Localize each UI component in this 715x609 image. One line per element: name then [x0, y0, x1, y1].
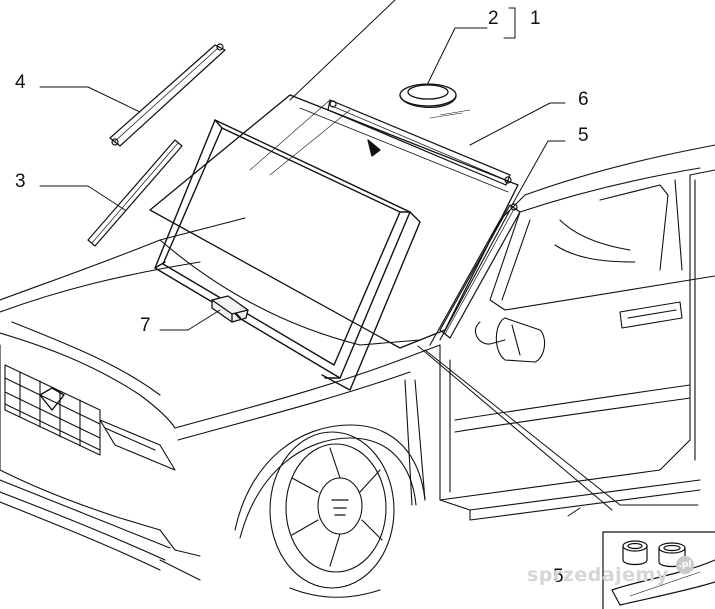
watermark-text: sprzedajemy — [527, 564, 669, 586]
windshield-glass — [149, 94, 519, 349]
callout-label-5-kit: 5 — [553, 566, 564, 587]
callout-leader-lines — [39, 0, 699, 517]
left-seal-strip — [87, 139, 183, 247]
adhesive-kit-inset — [602, 531, 715, 609]
windshield-gasket — [154, 119, 421, 391]
cowl-moulding-strip — [327, 99, 512, 186]
callout-label-7: 7 — [140, 315, 151, 336]
callout-label-6: 6 — [578, 89, 589, 110]
side-seal-strip — [439, 203, 521, 339]
roof-sensor-dome — [399, 83, 471, 119]
watermark-badge: .pl — [676, 556, 694, 574]
callout-label-1: 1 — [530, 8, 541, 29]
car-body-outline — [0, 144, 715, 598]
upper-moulding-strip — [109, 43, 226, 147]
callout-label-3: 3 — [15, 171, 26, 192]
callout-label-4: 4 — [15, 72, 26, 93]
callout-label-2: 2 — [488, 8, 499, 29]
mounting-clip — [211, 295, 249, 323]
callout-label-5: 5 — [578, 125, 589, 146]
